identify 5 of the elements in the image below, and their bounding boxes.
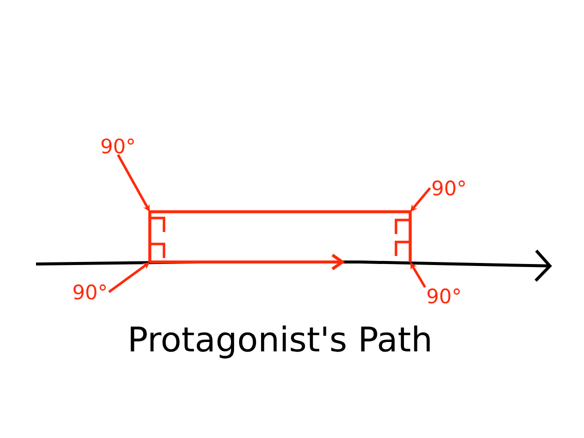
angle-label: 90° bbox=[428, 288, 460, 304]
angle-label: 90° bbox=[432, 180, 465, 196]
angle-label: 90° bbox=[74, 284, 106, 300]
angle-label: 90° bbox=[102, 138, 134, 154]
path-label: Protagonist's Path bbox=[130, 326, 430, 358]
